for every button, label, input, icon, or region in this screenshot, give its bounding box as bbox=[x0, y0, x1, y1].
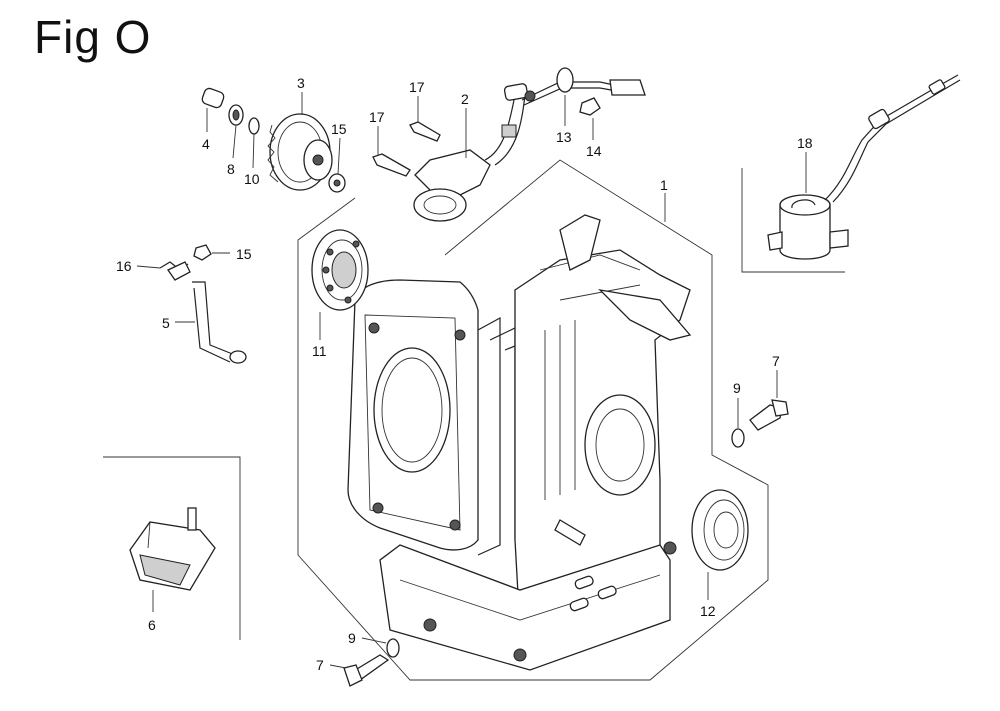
part-14-nut bbox=[579, 97, 601, 116]
callout-15-top: 15 bbox=[331, 121, 347, 137]
part-6-boundary bbox=[103, 456, 241, 640]
callout-10: 10 bbox=[244, 171, 260, 187]
callout-9-bottom: 9 bbox=[348, 630, 356, 646]
callout-11: 11 bbox=[312, 343, 327, 359]
part-5-arm bbox=[192, 281, 247, 364]
part-18-boundary bbox=[741, 168, 845, 273]
part-18-sensor bbox=[767, 74, 961, 260]
part-9-washer-right bbox=[731, 428, 745, 448]
part-17-bolt-b bbox=[372, 153, 411, 177]
part-11-bearing bbox=[311, 229, 369, 311]
callout-5: 5 bbox=[162, 315, 170, 331]
callout-15-side: 15 bbox=[236, 246, 252, 262]
callout-12: 12 bbox=[700, 603, 716, 619]
part-6-bracket bbox=[129, 507, 216, 591]
callout-13: 13 bbox=[556, 129, 572, 145]
crankcase bbox=[347, 214, 692, 671]
callout-6: 6 bbox=[148, 617, 156, 633]
part-17-bolt-a bbox=[409, 121, 441, 142]
callout-2: 2 bbox=[461, 91, 469, 107]
callout-17-b: 17 bbox=[369, 109, 385, 125]
part-7-bolt-right bbox=[749, 399, 789, 431]
callout-3: 3 bbox=[297, 75, 305, 91]
part-8-washer bbox=[228, 104, 244, 126]
callout-18: 18 bbox=[797, 135, 813, 151]
callout-1: 1 bbox=[660, 177, 668, 193]
part-3-gear bbox=[267, 113, 333, 191]
part-15-nut-side bbox=[193, 244, 212, 261]
callout-9-right: 9 bbox=[733, 380, 741, 396]
part-7-bolt-bottom bbox=[343, 654, 390, 687]
part-13-cable bbox=[521, 67, 646, 106]
part-16-spring bbox=[159, 261, 191, 281]
part-12-oil-seal bbox=[691, 489, 749, 571]
part-4-pin bbox=[201, 87, 225, 109]
figure-title: Fig O bbox=[34, 11, 152, 63]
callout-14: 14 bbox=[586, 143, 602, 159]
callout-16: 16 bbox=[116, 258, 132, 274]
leader-lines bbox=[136, 92, 807, 669]
part-15-washer-top bbox=[328, 173, 346, 193]
callout-4: 4 bbox=[202, 136, 210, 152]
assembly-boundary bbox=[297, 159, 769, 681]
part-2-breather bbox=[413, 83, 529, 222]
callout-17-a: 17 bbox=[409, 79, 425, 95]
callout-7-right: 7 bbox=[772, 353, 780, 369]
part-10-clip bbox=[248, 117, 260, 135]
part-9-washer-bottom bbox=[386, 638, 400, 658]
callout-8: 8 bbox=[227, 161, 235, 177]
callout-7-bottom: 7 bbox=[316, 657, 324, 673]
